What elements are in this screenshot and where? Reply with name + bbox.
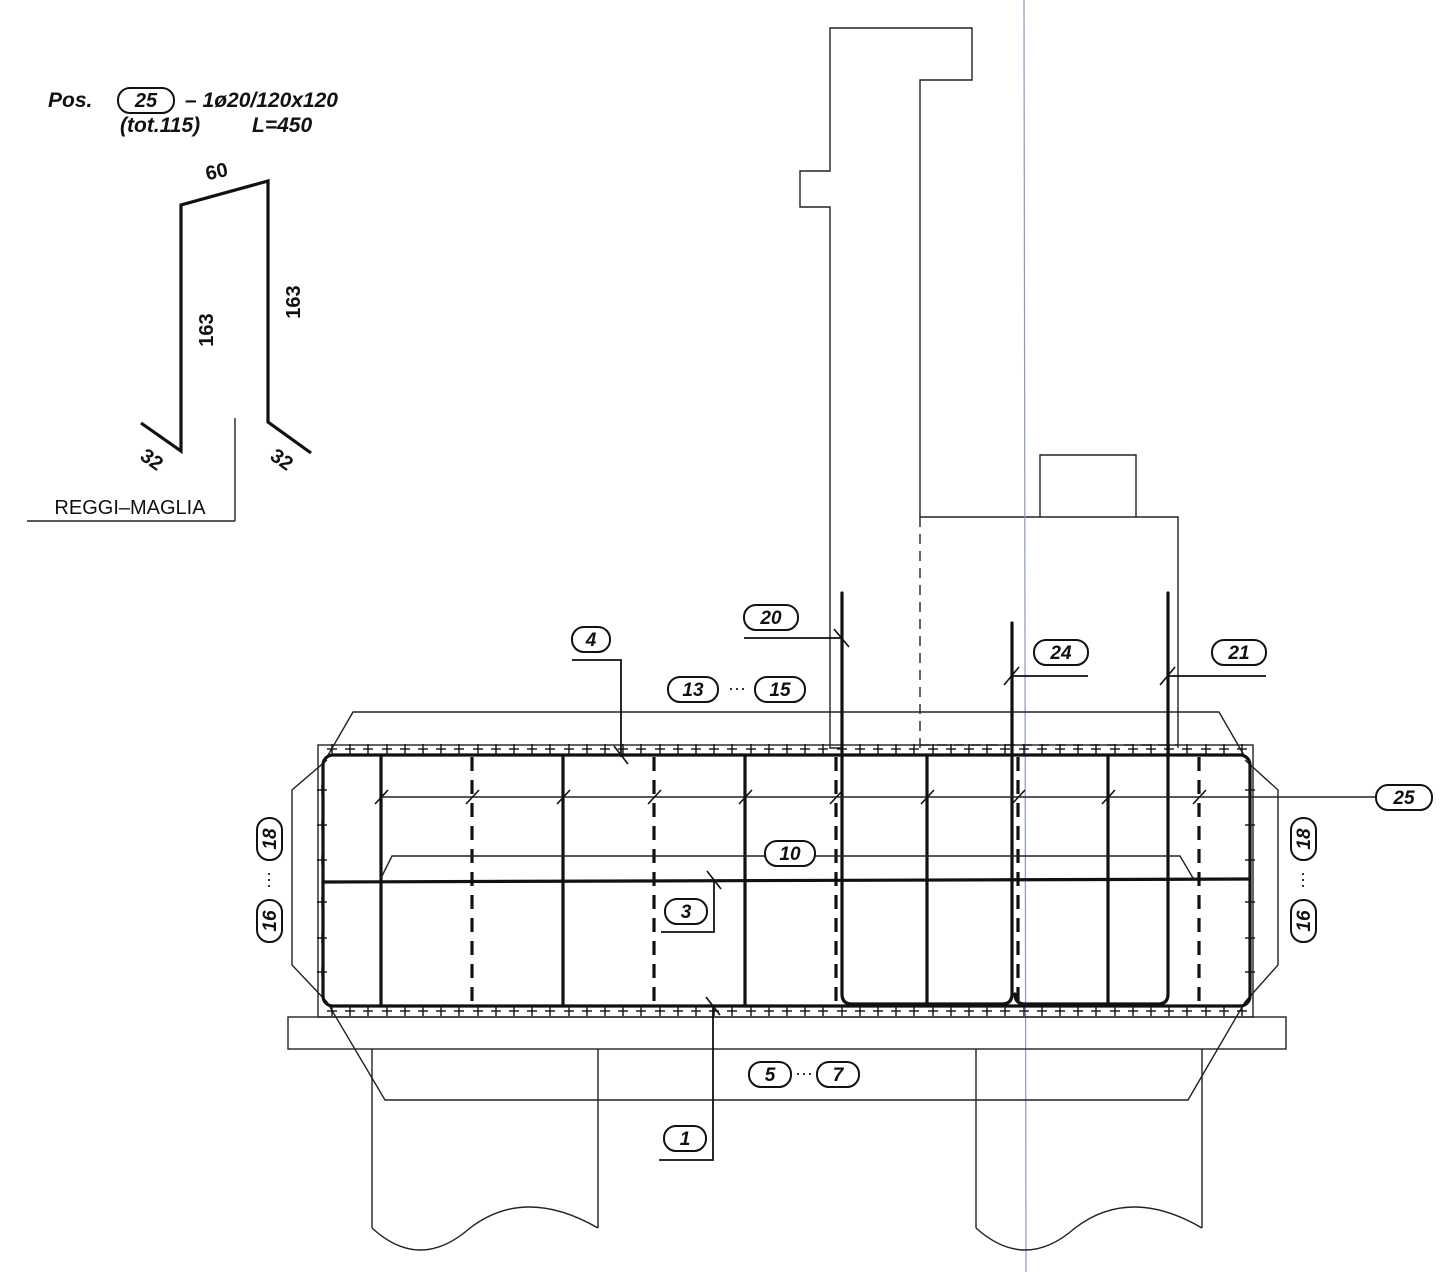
side-bar-dots bbox=[317, 785, 1255, 977]
pos-spec: – 1ø20/120x120 bbox=[185, 89, 338, 112]
pos-number: 25 bbox=[134, 90, 158, 112]
mark-4: 4 bbox=[585, 630, 597, 651]
mark-16-18-right: 16 ··· 18 bbox=[1290, 817, 1317, 943]
starter-bar-21 bbox=[1013, 591, 1170, 1006]
caption: REGGI–MAGLIA bbox=[54, 497, 206, 519]
lean-concrete-slab bbox=[287, 1016, 1287, 1050]
dim-right-leg: 163 bbox=[283, 285, 305, 318]
bar-shape-line bbox=[140, 178, 312, 455]
mark-callouts: 20 24 21 4 13 ··· 15 25 10 3 bbox=[256, 604, 1433, 1161]
mark-20: 20 bbox=[759, 608, 782, 629]
mark-18-left: 18 bbox=[260, 828, 281, 850]
pier-outline bbox=[799, 27, 1179, 749]
middle-longitudinal-bar bbox=[321, 877, 1252, 884]
mark-7: 7 bbox=[833, 1065, 845, 1086]
mark-16-18-left: 16 ··· 18 bbox=[256, 817, 283, 943]
mark-15: 15 bbox=[769, 680, 791, 701]
top-bar-dots bbox=[327, 744, 1247, 754]
position-header: Pos. 25 – 1ø20/120x120 (tot.115) L=450 bbox=[48, 87, 338, 137]
ellipsis-16-18-left: ··· bbox=[258, 871, 278, 889]
mark-21: 21 bbox=[1227, 643, 1249, 664]
ellipsis-13-15: ··· bbox=[728, 678, 746, 698]
group-brackets bbox=[291, 711, 1279, 1101]
fold-line bbox=[1023, 0, 1027, 1272]
starter-bar-20-24 bbox=[840, 591, 1014, 1006]
mark-18-right: 18 bbox=[1294, 828, 1315, 850]
dim-top: 60 bbox=[204, 159, 230, 185]
pile-left bbox=[371, 1049, 599, 1251]
pos-length: L=450 bbox=[252, 114, 312, 137]
mark-16-right: 16 bbox=[1294, 910, 1315, 932]
pos-total: (tot.115) bbox=[120, 114, 200, 137]
ellipsis-16-18-right: ··· bbox=[1292, 871, 1312, 889]
pos-bubble bbox=[117, 87, 175, 114]
mark-16-left: 16 bbox=[260, 910, 281, 932]
mark-5: 5 bbox=[765, 1065, 776, 1086]
bracket-left bbox=[291, 759, 328, 1003]
bracket-right bbox=[1244, 759, 1279, 1003]
bracket-top bbox=[326, 711, 1246, 758]
mark-10: 10 bbox=[779, 844, 801, 865]
mark-13: 13 bbox=[682, 680, 704, 701]
mark-25: 25 bbox=[1392, 788, 1415, 809]
structure-outline bbox=[287, 0, 1287, 1272]
mark-24: 24 bbox=[1049, 643, 1072, 664]
rebar-cage bbox=[317, 591, 1376, 1016]
bar-shape-sketch: 60 163 163 32 32 REGGI–MAGLIA bbox=[27, 159, 312, 522]
bottom-bar-dots bbox=[327, 1006, 1247, 1016]
bracket-bottom bbox=[326, 1001, 1246, 1101]
dim-left-hook: 32 bbox=[136, 445, 167, 476]
dim-left-leg: 163 bbox=[196, 313, 218, 346]
pos-prefix: Pos. bbox=[48, 89, 92, 112]
mark-1: 1 bbox=[680, 1129, 691, 1150]
pile-right bbox=[975, 1049, 1203, 1251]
dim-right-hook: 32 bbox=[266, 445, 297, 476]
mark-3: 3 bbox=[681, 902, 692, 923]
ellipsis-5-7: ··· bbox=[795, 1063, 813, 1083]
pier-cap-block bbox=[1039, 454, 1137, 517]
